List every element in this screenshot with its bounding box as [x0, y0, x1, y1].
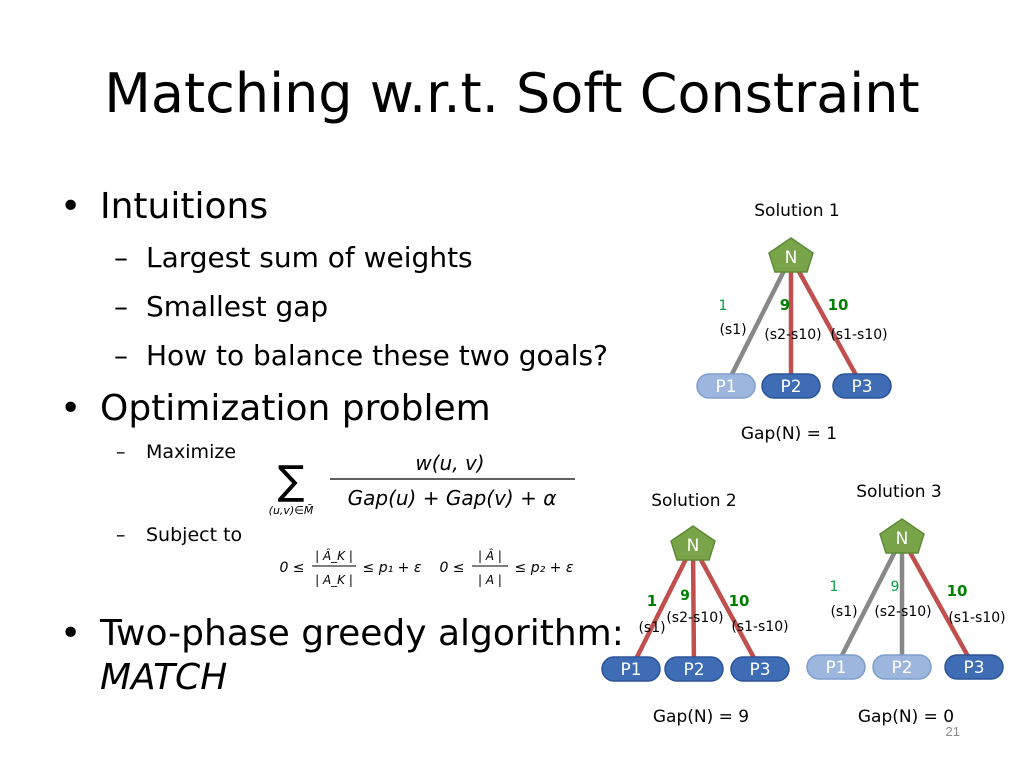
bullet-optimization: • Optimization problem	[60, 388, 491, 429]
edge-weight: 9	[780, 296, 790, 314]
bullet-greedy: • Two-phase greedy algorithm: MATCH	[60, 612, 624, 700]
sub-bullet-balance: – How to balance these two goals?	[114, 339, 608, 372]
bullet-intuitions: • Intuitions	[60, 186, 269, 227]
bullet-glyph: •	[60, 388, 82, 429]
diagram-title: Solution 2	[651, 491, 736, 511]
edge-range: (s1-s10)	[948, 610, 1005, 626]
root-node	[768, 237, 814, 273]
edge-range: (s2-s10)	[874, 604, 931, 620]
page-number: 21	[945, 724, 960, 739]
leaf-node	[872, 654, 932, 680]
diagram-title: Solution 3	[856, 482, 941, 502]
edge-weight: 1	[647, 592, 657, 610]
leaf-node-label: P2	[683, 660, 704, 680]
sub-bullet-text: How to balance these two goals?	[146, 339, 608, 372]
edge-weight: 9	[680, 588, 690, 604]
dash-glyph: –	[114, 339, 128, 372]
sub-bullet-text: Largest sum of weights	[146, 241, 473, 274]
leaf-node-label: P1	[715, 377, 736, 397]
edge-range: (s2-s10)	[666, 610, 723, 626]
tree-edge	[899, 535, 977, 670]
sub-bullet-largest-sum: – Largest sum of weights	[114, 241, 473, 274]
c2-right: ≤ p₂ + ε	[515, 560, 574, 576]
gap-value: Gap(N) = 1	[741, 424, 837, 444]
root-node	[670, 525, 716, 561]
root-node-label: N	[687, 536, 700, 556]
tree-edge	[690, 542, 763, 672]
leaf-node	[761, 373, 821, 399]
sub-bullet-maximize: – Maximize	[116, 441, 237, 463]
bullet-text: Optimization problem	[100, 388, 491, 429]
leaf-node	[806, 654, 866, 680]
c1-right: ≤ p₁ + ε	[363, 560, 422, 576]
tree-edge	[833, 535, 905, 670]
edge-range: (s1)	[638, 620, 665, 636]
maximize-formula: ∑ (u,v)∈M̄ w(u, v) Gap(u) + Gap(v) + α	[269, 451, 575, 517]
dash-glyph: –	[116, 441, 126, 463]
sum-symbol: ∑	[278, 458, 305, 504]
dash-glyph: –	[114, 241, 128, 274]
formula-denominator: Gap(u) + Gap(v) + α	[348, 486, 557, 510]
tree-edge	[628, 542, 696, 672]
edge-weight: 9	[891, 579, 900, 595]
edge-weight: 10	[729, 592, 750, 610]
sub-bullet-text: Subject to	[146, 524, 243, 546]
tree-edge	[690, 542, 697, 672]
edge-weight: 1	[719, 298, 728, 314]
formula-numerator: w(u, v)	[415, 451, 484, 475]
leaf-node	[832, 373, 892, 399]
leaf-node	[696, 373, 756, 399]
sub-bullet-text: Maximize	[146, 441, 237, 463]
leaf-node-label: P3	[851, 377, 872, 397]
c1-numerator: | Â_K |	[315, 548, 353, 563]
sub-bullet-text: Smallest gap	[146, 290, 329, 323]
edge-range: (s1)	[719, 322, 746, 338]
dash-glyph: –	[116, 524, 126, 546]
tree-edge	[788, 254, 865, 389]
leaf-node-label: P3	[749, 660, 770, 680]
c2-left: 0 ≤	[439, 560, 464, 576]
c2-denominator: | A |	[478, 573, 502, 587]
leaf-node-label: P2	[780, 377, 801, 397]
constraint-formulas: 0 ≤ | Â_K | | A_K | ≤ p₁ + ε 0 ≤ | Â | |…	[279, 548, 573, 587]
root-node-label: N	[896, 529, 909, 549]
bullet-text: Two-phase greedy algorithm:	[100, 613, 624, 654]
leaf-node-label: P2	[891, 658, 912, 678]
leaf-node	[730, 656, 790, 682]
leaf-node-label: P1	[825, 658, 846, 678]
leaf-node-label: P3	[963, 658, 984, 678]
leaf-node	[664, 656, 724, 682]
c1-denominator: | A_K |	[315, 573, 353, 587]
c1-left: 0 ≤	[279, 560, 304, 576]
leaf-node	[944, 654, 1004, 680]
bullet-glyph: •	[60, 186, 82, 227]
edge-range: (s1)	[830, 604, 857, 620]
dash-glyph: –	[114, 290, 128, 323]
edge-weight: 1	[830, 579, 839, 595]
sub-bullet-subject-to: – Subject to	[116, 524, 243, 546]
leaf-node	[601, 656, 661, 682]
leaf-node-label: P1	[620, 660, 641, 680]
root-node	[879, 518, 925, 554]
sum-subscript: (u,v)∈M̄	[269, 504, 314, 517]
edge-range: (s1-s10)	[830, 327, 887, 343]
bullet-text: Intuitions	[100, 186, 269, 227]
tree-edge	[723, 254, 794, 389]
slide-title: Matching w.r.t. Soft Constraint	[104, 62, 920, 125]
gap-value: Gap(N) = 9	[653, 707, 749, 727]
gap-value: Gap(N) = 0	[858, 707, 954, 727]
edge-range: (s2-s10)	[764, 327, 821, 343]
root-node-label: N	[785, 248, 798, 268]
edge-weight: 10	[947, 582, 968, 600]
bullet-glyph: •	[60, 613, 82, 654]
diagram-title: Solution 1	[754, 201, 839, 221]
edge-weight: 10	[828, 296, 849, 314]
bullet-text-algorithm: MATCH	[100, 657, 228, 698]
edge-range: (s1-s10)	[731, 619, 788, 635]
c2-numerator: | Â |	[478, 548, 502, 563]
sub-bullet-smallest-gap: – Smallest gap	[114, 290, 329, 323]
